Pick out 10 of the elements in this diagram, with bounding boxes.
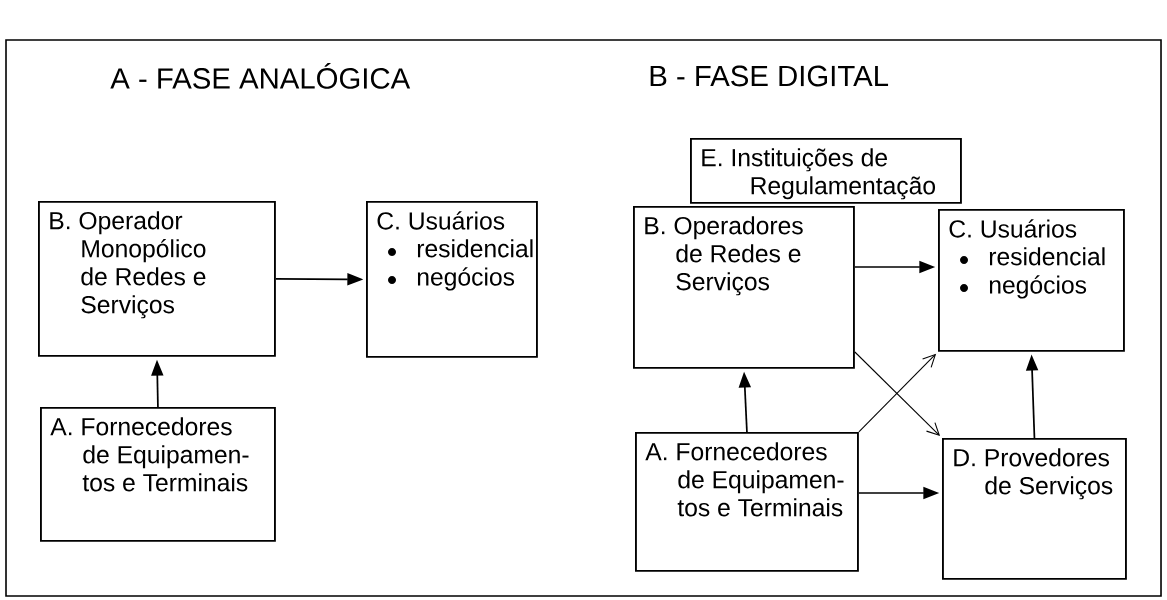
process-box: A. Fornecedores de Equipamen- tos e Terminais: [40, 407, 276, 542]
process-box: B. Operador Monopólico de Redes e Serviços: [38, 201, 276, 357]
process-box: E. Instituições de Regulamentação: [690, 138, 962, 204]
process-box: C. Usuários residencial negócios: [938, 209, 1125, 352]
section-title: A - FASE ANALÓGICA: [110, 63, 411, 89]
process-box: B. Operadores de Redes e Serviços: [633, 206, 855, 369]
process-box: A. Fornecedores de Equipamen- tos e Terminais: [635, 432, 859, 572]
process-box: C. Usuários residencial negócios: [366, 201, 538, 358]
section-title: B - FASE DIGITAL: [650, 65, 889, 87]
process-box: D. Provedores de Serviços: [942, 438, 1127, 580]
